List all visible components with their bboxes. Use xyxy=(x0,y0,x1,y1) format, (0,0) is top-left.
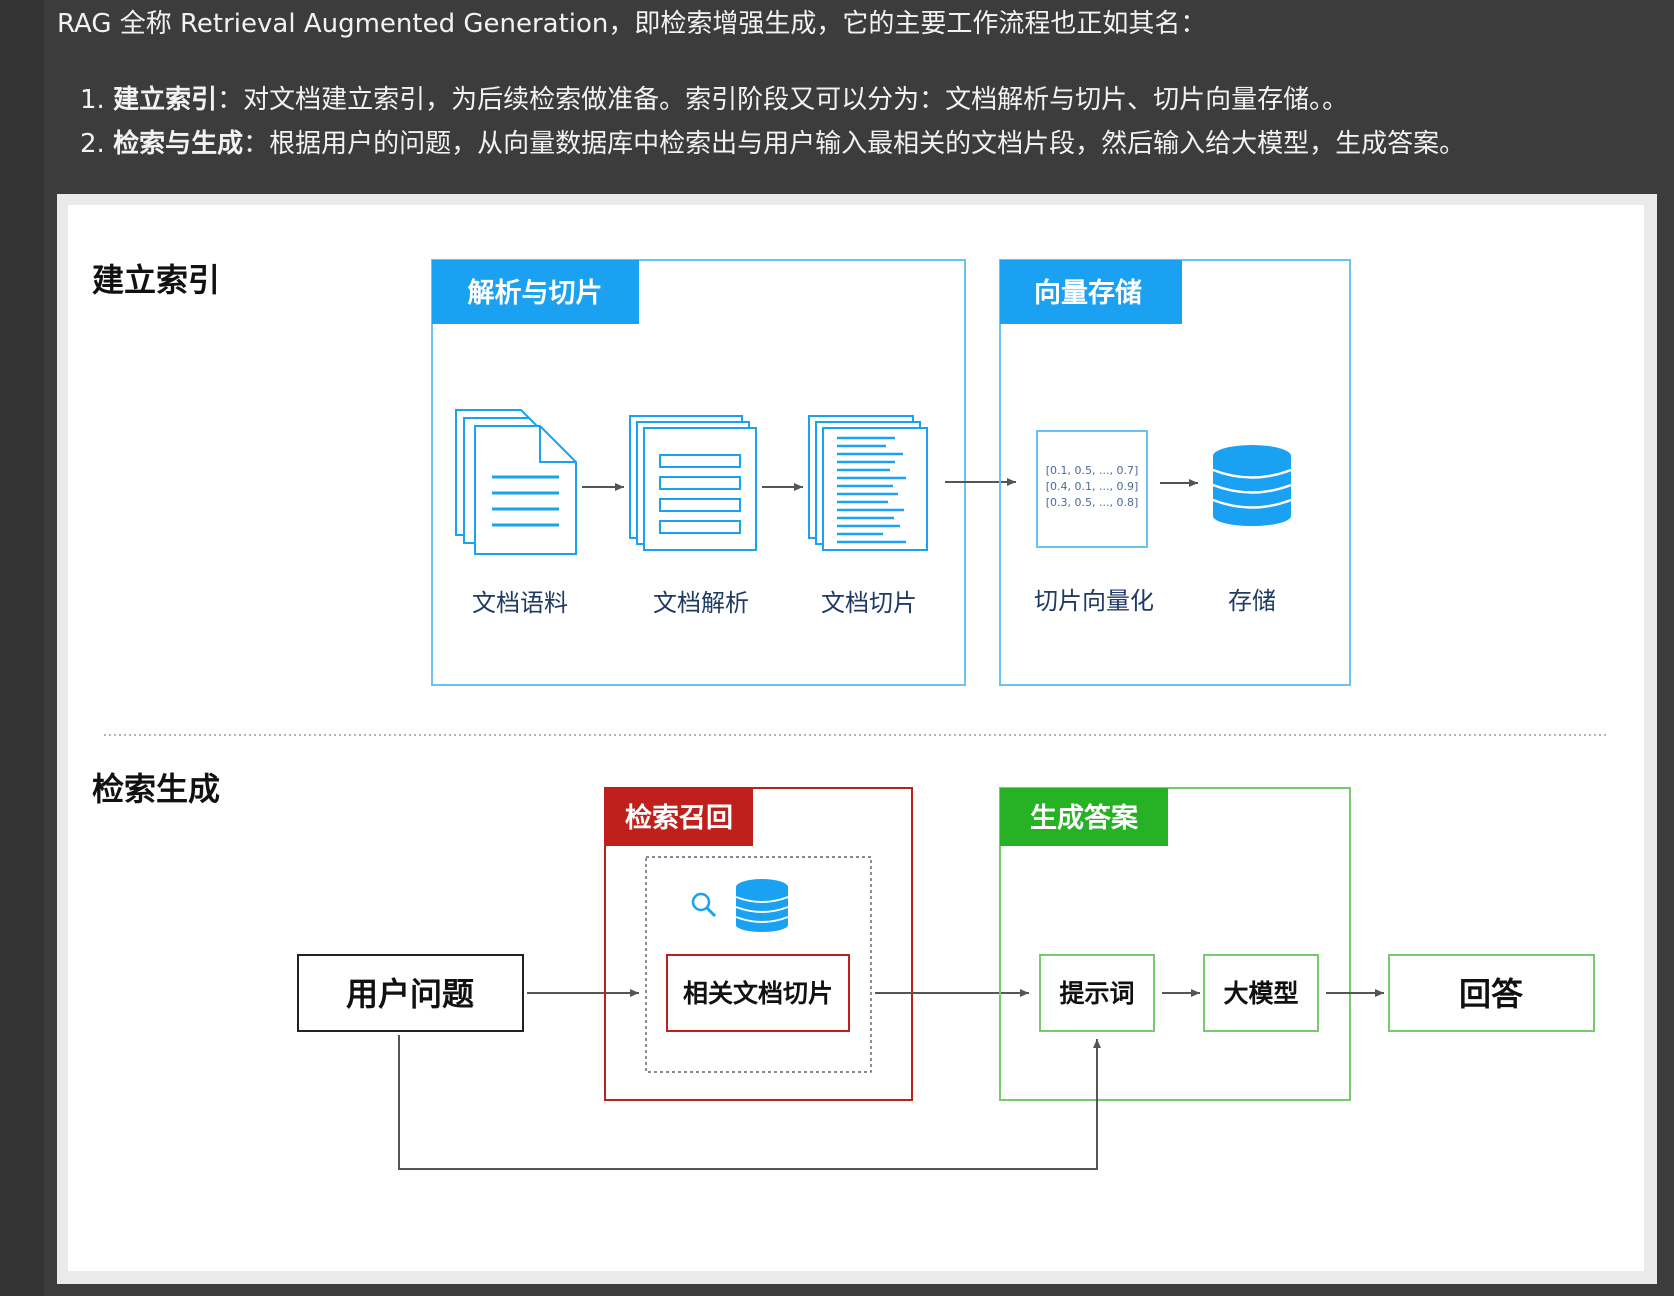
retrieval-section-label: 检索生成 xyxy=(92,770,220,808)
rag-diagram: 建立索引 解析与切片 xyxy=(68,205,1644,1271)
prompt-box xyxy=(1039,954,1155,1032)
parse-box-header xyxy=(432,260,639,324)
parse-box xyxy=(431,259,966,686)
vector-db-area xyxy=(645,856,872,1073)
step-number: 1. xyxy=(80,85,105,115)
related-chunks-label: 相关文档切片 xyxy=(683,979,833,1008)
document-stack-icon xyxy=(455,409,577,555)
diagram-canvas: 建立索引 解析与切片 xyxy=(92,259,1608,1170)
recall-box-header xyxy=(605,788,753,846)
answer-box xyxy=(1388,954,1595,1032)
step-text: ：对文档建立索引，为后续检索做准备。索引阶段又可以分为：文档解析与切片、切片向量… xyxy=(217,85,1349,115)
vector-box-header xyxy=(1000,260,1182,324)
database-icon xyxy=(1212,445,1292,526)
step-label-store: 存储 xyxy=(1228,587,1276,615)
related-chunks-box xyxy=(666,954,850,1032)
llm-label: 大模型 xyxy=(1223,979,1298,1008)
step-label-chunk: 文档切片 xyxy=(821,589,917,617)
search-icon xyxy=(691,892,717,918)
step-label-parse: 文档解析 xyxy=(653,589,749,617)
chunked-document-icon xyxy=(808,415,928,551)
parse-box-title: 解析与切片 xyxy=(468,278,603,309)
step-text: ：根据用户的问题，从向量数据库中检索出与用户输入最相关的文档片段，然后输入给大模… xyxy=(243,129,1466,159)
step-label-vectorize: 切片向量化 xyxy=(1034,587,1154,615)
generate-box-title: 生成答案 xyxy=(1030,802,1139,834)
generate-box-header xyxy=(1000,788,1168,846)
question-to-prompt-connector xyxy=(398,1035,1101,1170)
step-number: 2. xyxy=(80,129,105,159)
step-item: 1. 建立索引：对文档建立索引，为后续检索做准备。索引阶段又可以分为：文档解析与… xyxy=(80,78,1640,122)
vector-box-title: 向量存储 xyxy=(1034,277,1142,309)
user-question-box xyxy=(297,954,524,1032)
left-strip xyxy=(0,0,44,1296)
prompt-label: 提示词 xyxy=(1059,979,1134,1008)
vector-card xyxy=(1036,430,1148,548)
vector-line: [0.3, 0.5, ..., 0.8] xyxy=(1046,496,1139,509)
user-question-label: 用户问题 xyxy=(346,975,474,1013)
step-title: 检索与生成 xyxy=(113,129,244,159)
recall-box xyxy=(604,787,913,1101)
steps-list: 1. 建立索引：对文档建立索引，为后续检索做准备。索引阶段又可以分为：文档解析与… xyxy=(80,78,1640,166)
intro-paragraph: RAG 全称 Retrieval Augmented Generation，即检… xyxy=(57,9,1207,39)
step-item: 2. 检索与生成：根据用户的问题，从向量数据库中检索出与用户输入最相关的文档片段… xyxy=(80,122,1640,166)
recall-box-title: 检索召回 xyxy=(625,802,733,834)
step-label-corpus: 文档语料 xyxy=(472,589,568,617)
database-icon xyxy=(735,879,789,932)
generate-box xyxy=(999,787,1351,1101)
llm-box xyxy=(1203,954,1319,1032)
step-title: 建立索引 xyxy=(113,85,218,115)
vector-line: [0.1, 0.5, ..., 0.7] xyxy=(1046,464,1139,477)
answer-label: 回答 xyxy=(1459,975,1524,1013)
vector-line: [0.4, 0.1, ..., 0.9] xyxy=(1046,480,1139,493)
figure-frame: 建立索引 解析与切片 xyxy=(57,194,1657,1284)
index-section-label: 建立索引 xyxy=(92,261,220,299)
parsed-document-icon xyxy=(629,415,757,551)
